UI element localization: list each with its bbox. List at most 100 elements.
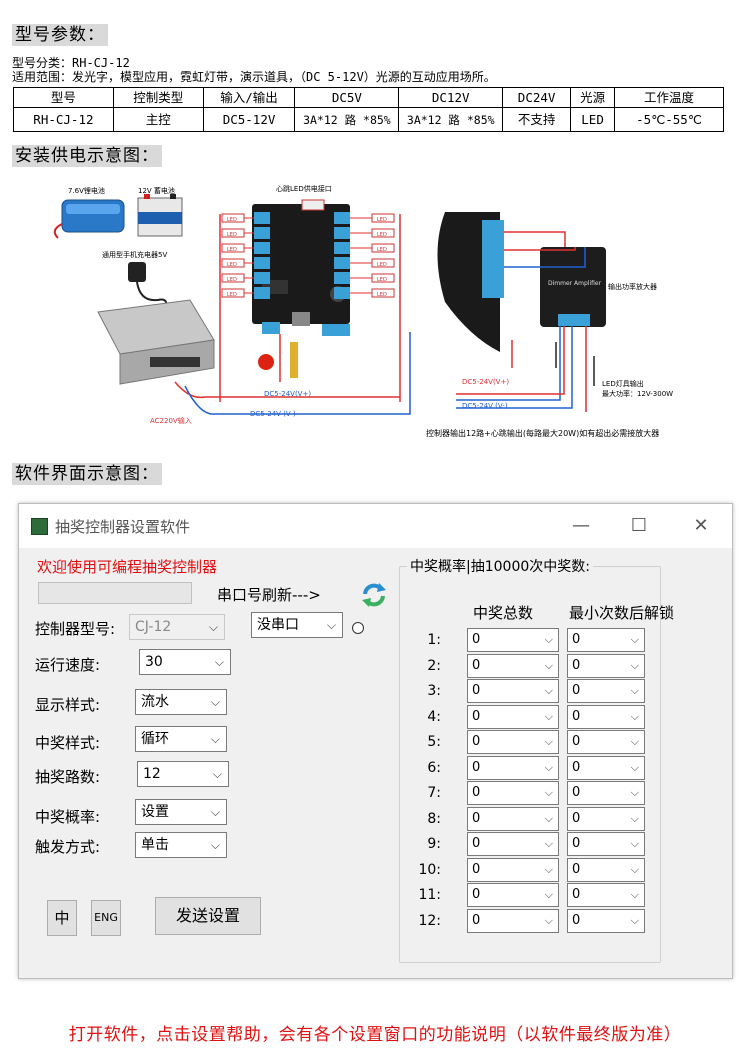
win-total-select[interactable]: 0⌵ [467,704,559,729]
led-label: LED [227,262,237,268]
spec-value-cell: 主控 [112,107,204,132]
close-button[interactable]: ✕ [693,515,709,536]
probability-select[interactable]: 设置⌵ [135,799,227,825]
win-total-select[interactable]: 0⌵ [467,653,559,678]
win-total-value: 0 [472,683,481,698]
unlock-count-select[interactable]: 0⌵ [567,781,645,805]
chevron-down-icon: ⌵ [544,837,553,850]
win-total-value: 0 [472,887,481,902]
send-settings-button[interactable]: 发送设置 [155,897,261,935]
connection-radio[interactable] [352,622,364,634]
dimmer-amplifier-icon [540,247,606,327]
win-total-select[interactable]: 0⌵ [467,628,559,652]
spec-value-cell: 不支持 [502,107,572,132]
win-total-select[interactable]: 0⌵ [467,781,559,805]
win-total-select[interactable]: 0⌵ [467,832,559,856]
win-total-select[interactable]: 0⌵ [467,730,559,754]
win-total-select[interactable]: 0⌵ [467,806,559,831]
led-output-label: LED灯具输出 [602,380,644,388]
led-label: LED [377,262,387,268]
unlock-count-select[interactable]: 0⌵ [567,628,645,652]
win-total-select[interactable]: 0⌵ [467,755,559,780]
unlock-count-select[interactable]: 0⌵ [567,755,645,780]
win-total-value: 0 [472,836,481,851]
unlock-count-select[interactable]: 0⌵ [567,883,645,907]
row-label: 8: [427,810,441,827]
terminal [334,242,350,254]
app-icon [31,518,48,535]
port-select[interactable]: 没串口⌵ [251,612,343,638]
chevron-down-icon: ⌵ [630,786,639,799]
speed-select[interactable]: 30⌵ [139,649,231,675]
channels-select[interactable]: 12⌵ [137,761,229,787]
spec-header-cell: DC24V [502,87,572,108]
row-label: 9: [427,836,441,852]
win-total-select[interactable]: 0⌵ [467,883,559,907]
chevron-down-icon: ⌵ [544,913,553,927]
serial-refresh-label: 串口号刷新---> [217,586,321,604]
win-total-select[interactable]: 0⌵ [467,679,559,703]
row-label: 6: [427,759,441,776]
chevron-down-icon: ⌵ [210,805,220,819]
english-language-button[interactable]: ENG [91,900,121,936]
unlock-count-value: 0 [572,657,581,673]
spec-value-cell: LED [570,107,616,132]
trigger-select[interactable]: 单击⌵ [135,832,227,858]
section-title-software-ui: 软件界面示意图： [12,463,162,485]
led-label: LED [227,232,237,238]
chinese-language-button[interactable]: 中 [47,900,77,936]
win-style-select[interactable]: 循环⌵ [135,726,227,752]
minimize-button[interactable]: — [572,515,590,536]
unlock-count-select[interactable]: 0⌵ [567,730,645,754]
unlock-count-value: 0 [572,912,581,928]
model-select-value: CJ-12 [135,619,172,635]
window-title: 抽奖控制器设置软件 [55,518,191,536]
spec-header-cell: DC5V [294,87,400,108]
win-total-select[interactable]: 0⌵ [467,908,559,933]
unlock-count-value: 0 [572,683,581,698]
unlock-count-select[interactable]: 0⌵ [567,806,645,831]
chevron-down-icon: ⌵ [326,618,336,632]
unlock-count-select[interactable]: 0⌵ [567,679,645,703]
vminus-label: DC5-24V (V-) [250,410,296,418]
unlock-count-value: 0 [572,887,581,902]
refresh-icon[interactable] [359,580,389,610]
unlock-count-select[interactable]: 0⌵ [567,832,645,856]
display-style-select[interactable]: 流水⌵ [135,689,227,715]
chevron-down-icon: ⌵ [630,684,639,697]
model-select: CJ-12⌵ [129,614,225,640]
unlock-count-select[interactable]: 0⌵ [567,653,645,678]
right-vplus-label: DC5-24V(V+) [462,378,510,386]
unlock-count-value: 0 [572,632,581,647]
unlock-count-value: 0 [572,861,581,877]
unlock-count-value: 0 [572,734,581,749]
terminal [334,212,350,224]
trigger-label: 触发方式: [35,838,101,856]
win-total-value: 0 [472,810,481,826]
win-total-value: 0 [472,759,481,775]
win-total-value: 0 [472,912,481,928]
unlock-count-value: 0 [572,785,581,800]
win-total-value: 0 [472,734,481,749]
settings-window: 抽奖控制器设置软件 — ☐ ✕ 欢迎使用可编程抽奖控制器 串口号刷新---> 控… [18,503,733,979]
maximize-button[interactable]: ☐ [630,515,648,536]
led-label: LED [227,292,237,298]
footer-note: 打开软件，点击设置帮助，会有各个设置窗口的功能说明（以软件最终版为准） [68,1025,682,1045]
controller-board-partial-icon [437,212,504,352]
chevron-down-icon: ⌵ [630,633,639,646]
terminal [334,257,350,269]
row-label: 11: [418,887,441,903]
unlock-count-select[interactable]: 0⌵ [567,704,645,729]
chevron-down-icon: ⌵ [630,735,639,748]
led-label: LED [227,247,237,253]
spec-category: 型号分类：RH-CJ-12 [12,56,130,70]
chevron-down-icon: ⌵ [212,767,222,781]
ac-input-label: AC220V输入 [150,417,192,425]
unlock-count-select[interactable]: 0⌵ [567,857,645,882]
win-style-label: 中奖样式: [35,734,101,752]
unlock-count-select[interactable]: 0⌵ [567,908,645,933]
left-terminal-block [254,212,270,299]
win-total-select[interactable]: 0⌵ [467,857,559,882]
